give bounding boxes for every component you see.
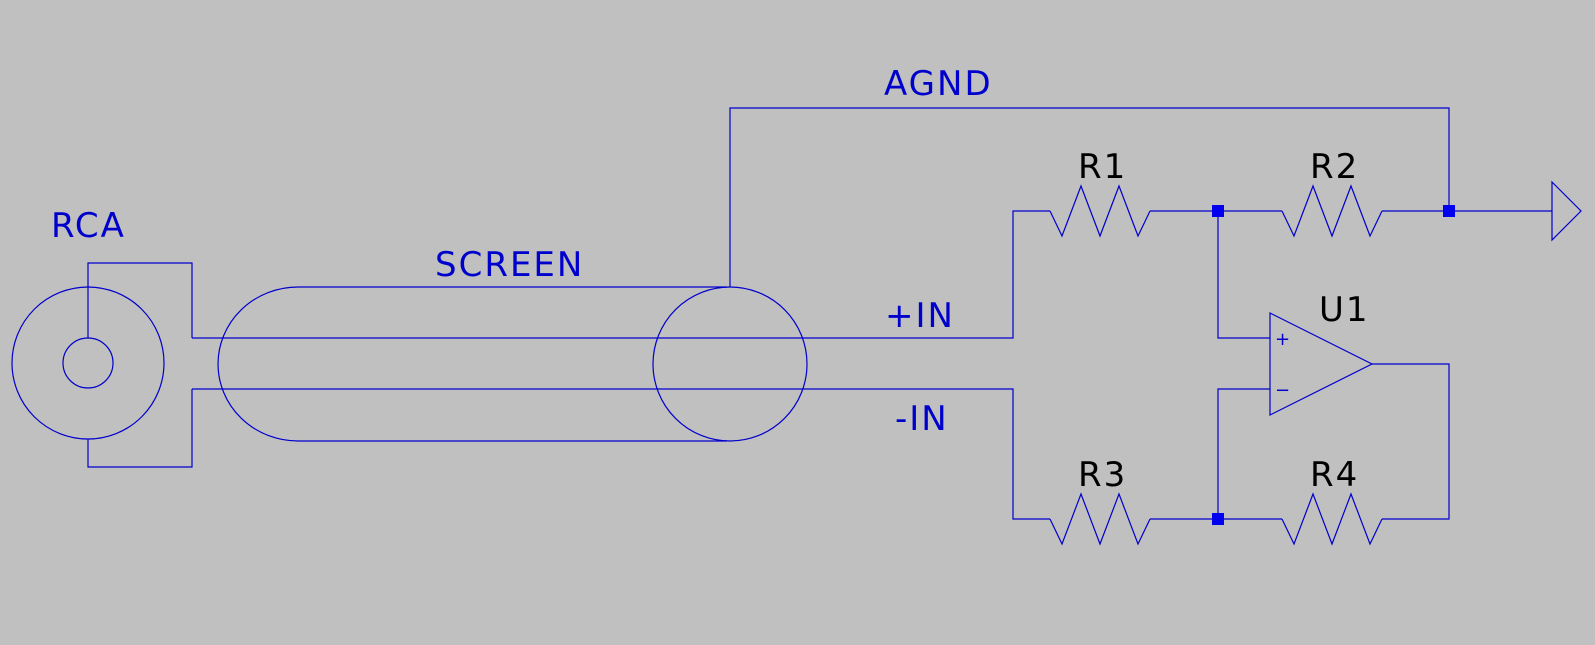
wire-plus-in [192,210,1050,339]
label-minus-in: -IN [895,399,949,439]
label-r1: R1 [1078,147,1127,187]
wire-feedback [1372,363,1450,520]
opamp-u1[interactable]: + − [1269,312,1374,416]
rca-ground-lead [87,389,193,468]
wire-agnd [729,107,1450,287]
label-agnd: AGND [884,64,993,104]
rca-connector[interactable] [11,262,193,468]
opamp-plus-sign: + [1275,329,1290,350]
resistor-r1[interactable] [1049,184,1151,238]
label-r2: R2 [1310,147,1359,187]
junction-dot-r1-r2 [1212,205,1224,217]
cable-shield-outline [217,286,727,442]
junction-dot-agnd [1443,205,1455,217]
label-screen: SCREEN [435,245,584,285]
label-plus-in: +IN [885,296,955,336]
ground-symbol[interactable] [1551,180,1582,242]
label-r3: R3 [1078,455,1127,495]
resistor-r3[interactable] [1049,492,1151,546]
wire-noninverting-input [1217,211,1270,339]
rca-signal-lead [87,262,193,338]
label-rca: RCA [51,206,126,246]
label-r4: R4 [1310,455,1359,495]
rca-center-pin [62,337,114,389]
cable-shield-end [652,286,808,442]
wire-inverting-input [1217,388,1270,519]
resistor-r2[interactable] [1281,184,1383,238]
opamp-minus-sign: − [1275,380,1290,401]
label-u1: U1 [1319,290,1370,330]
resistor-r4[interactable] [1281,492,1383,546]
opamp-triangle [1269,312,1374,416]
shielded-cable[interactable] [217,286,808,442]
wire-minus-in [192,388,1050,520]
junction-dot-r3-r4 [1212,513,1224,525]
